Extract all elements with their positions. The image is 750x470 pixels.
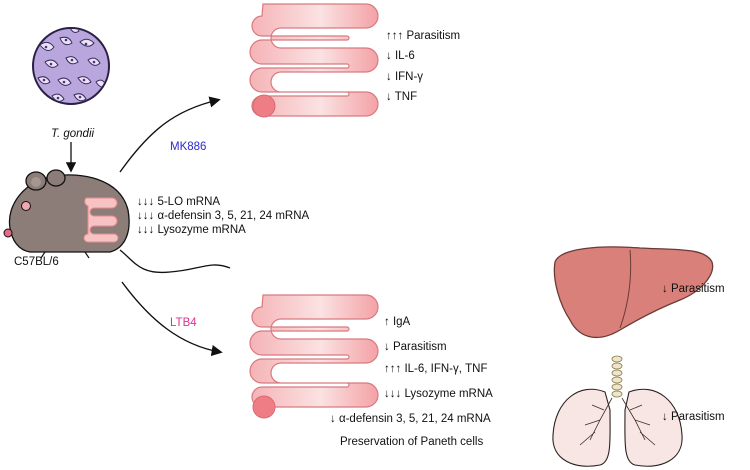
mk886-effect-3: ↓ IFN-γ	[386, 71, 424, 83]
ltb4-arrow	[121, 281, 223, 357]
intestine-top-icon	[249, 3, 379, 118]
mouse-icon	[3, 169, 231, 274]
ltb4-effect-4: ↓↓↓ Lysozyme mRNA	[384, 388, 493, 400]
intestine-bottom-icon	[249, 294, 379, 419]
ltb4-effect-2: ↓ Parasitism	[384, 341, 447, 353]
parasite-label: T. gondii	[51, 128, 95, 140]
liver-effect: ↓ Parasitism	[662, 283, 725, 295]
baseline-effect-3: ↓↓↓ Lysozyme mRNA	[137, 224, 246, 236]
lungs-effect: ↓ Parasitism	[662, 411, 725, 423]
mk886-label: MK886	[170, 141, 207, 153]
liver-icon	[553, 246, 714, 339]
mouse-strain-label: C57BL/6	[14, 256, 59, 268]
mk886-effect-4: ↓ TNF	[386, 91, 418, 103]
baseline-effect-2: ↓↓↓ α-defensin 3, 5, 21, 24 mRNA	[137, 210, 310, 222]
ltb4-label: LTB4	[170, 317, 197, 329]
ltb4-effect-1: ↑ IgA	[384, 316, 411, 328]
lungs-icon	[552, 355, 683, 467]
baseline-effects: ↓↓↓ 5-LO mRNA ↓↓↓ α-defensin 3, 5, 21, 2…	[137, 195, 309, 237]
mk886-effect-2: ↓ IL-6	[386, 50, 415, 62]
mk886-arrow	[119, 96, 221, 173]
baseline-effect-1: ↓↓↓ 5-LO mRNA	[137, 196, 221, 208]
mk886-effect-1: ↑↑↑ Parasitism	[386, 30, 461, 42]
ltb4-effect-6: Preservation of Paneth cells	[340, 436, 484, 448]
parasite-dish-icon	[32, 27, 110, 105]
ltb4-effect-3: ↑↑↑ IL-6, IFN-γ, TNF	[384, 363, 488, 375]
ltb4-effect-5: ↓ α-defensin 3, 5, 21, 24 mRNA	[330, 413, 491, 425]
